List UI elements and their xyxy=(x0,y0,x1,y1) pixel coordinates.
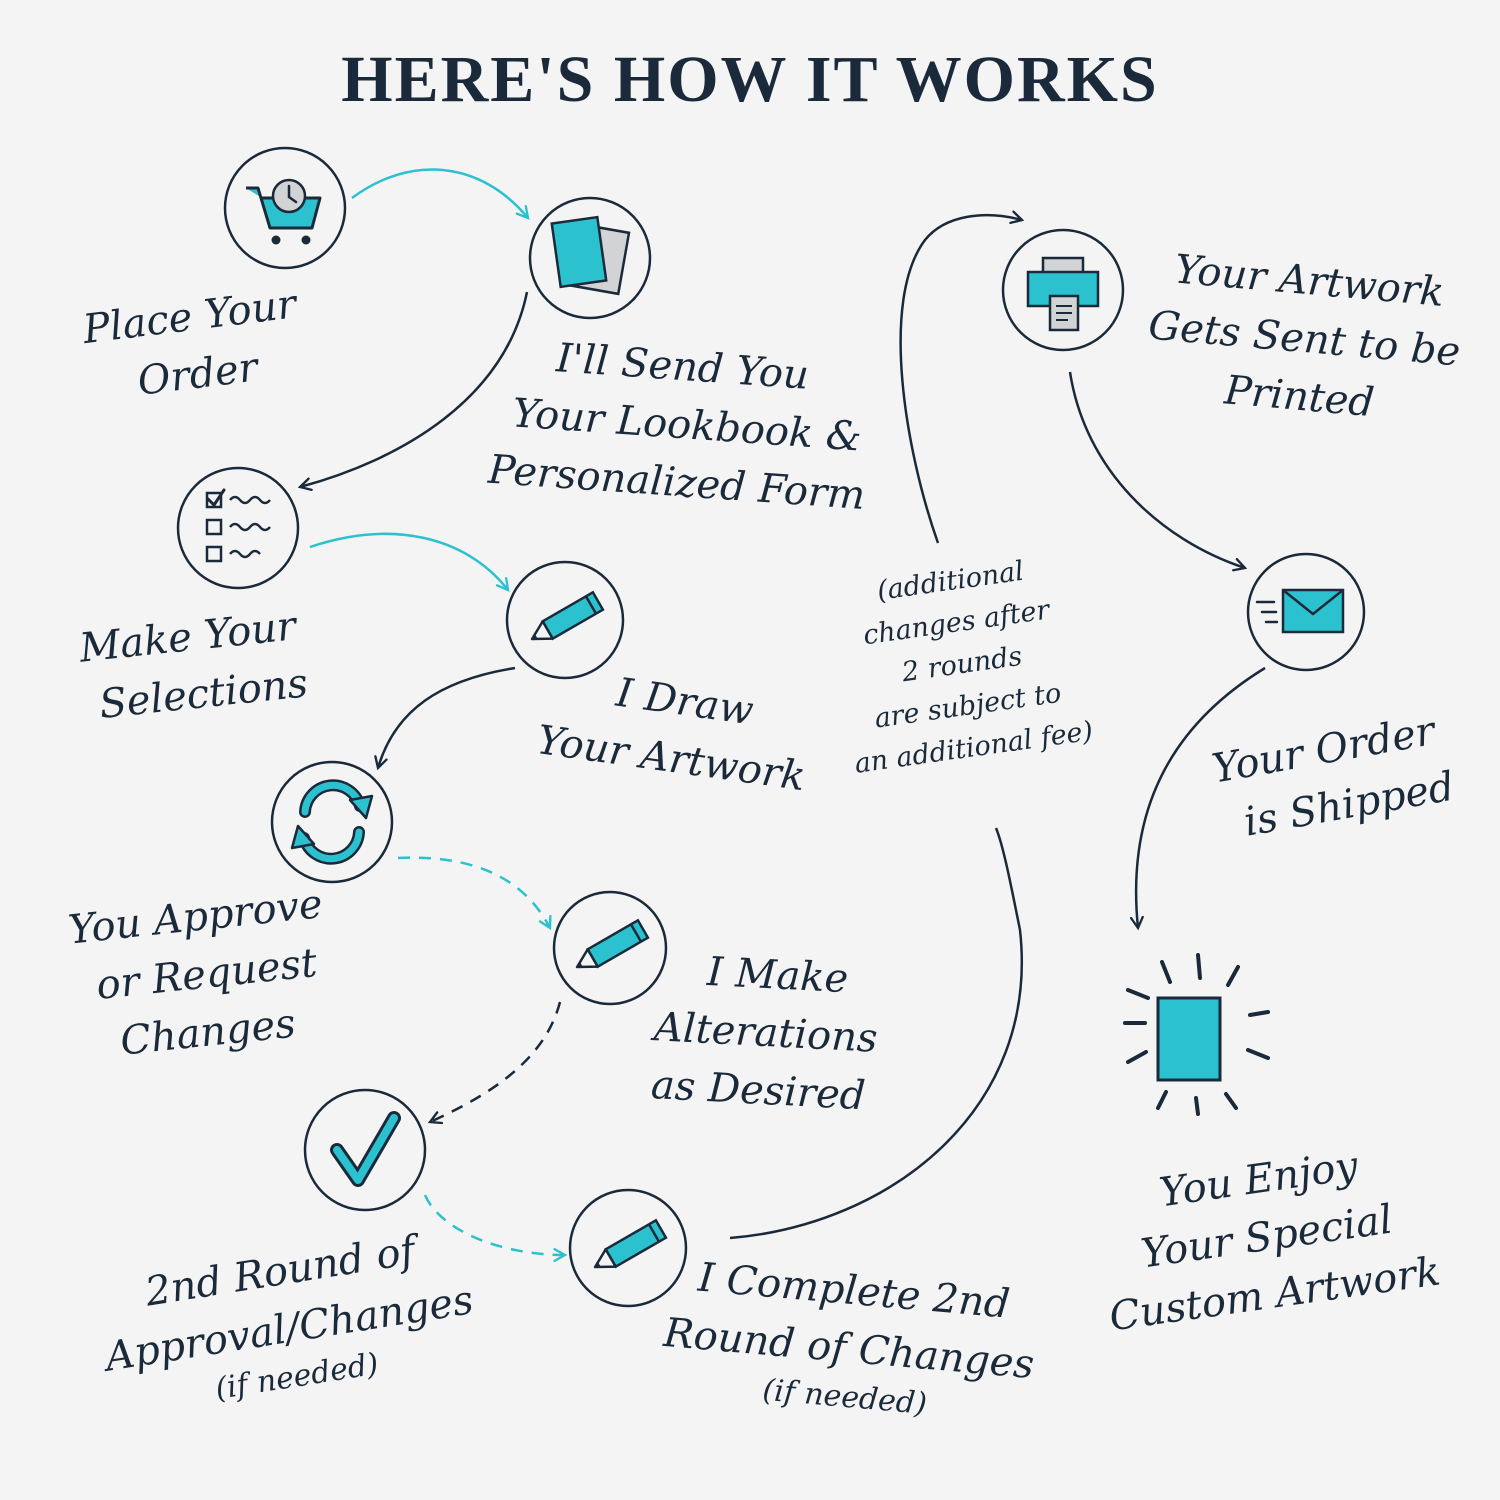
shopping-cart-clock-icon xyxy=(223,146,347,270)
step-label-printed: Your Artwork Gets Sent to be Printed xyxy=(1146,246,1463,427)
arrow-order-to-lookbook xyxy=(351,168,528,218)
arrow-shipped-to-enjoy xyxy=(1136,666,1266,928)
arrow-approve-to-alterations xyxy=(397,856,550,928)
arrow-second-round-to-complete xyxy=(423,1194,565,1255)
arrow-lookbook-to-selections xyxy=(300,291,529,487)
step-label-lookbook: I'll Send You Your Lookbook & Personaliz… xyxy=(486,335,867,519)
artwork-burst-icon xyxy=(1123,953,1270,1116)
pencil-icon xyxy=(568,1188,688,1308)
checkmark-icon xyxy=(303,1088,427,1212)
additional-fee-note: (additional changes after 2 rounds are s… xyxy=(852,555,1095,780)
pencil-icon xyxy=(552,890,668,1006)
step-label-alterations: I Make Alterations as Desired xyxy=(649,948,879,1120)
pencil-icon xyxy=(505,560,625,680)
refresh-cycle-icon xyxy=(270,760,394,884)
checklist-icon xyxy=(176,466,300,590)
page-title: HERE'S HOW IT WORKS xyxy=(341,43,1159,116)
lookbook-papers-icon xyxy=(528,196,652,320)
step-label-complete-second: I Complete 2nd Round of Changes (if need… xyxy=(661,1254,1036,1422)
arrow-draw-to-approve xyxy=(378,666,516,768)
step-label-selections: Make Your Selections xyxy=(77,603,311,728)
arrow-alterations-to-second-round xyxy=(430,1001,562,1122)
step-label-approve: You Approve or Request Changes xyxy=(66,881,325,1065)
arrow-printed-to-shipped xyxy=(1068,371,1245,568)
envelope-icon xyxy=(1246,552,1366,672)
arrow-complete-to-printed xyxy=(729,827,1023,1240)
arrow-note-to-printed xyxy=(899,215,1022,544)
printer-icon xyxy=(1001,228,1125,352)
arrow-selections-to-draw xyxy=(309,532,508,590)
